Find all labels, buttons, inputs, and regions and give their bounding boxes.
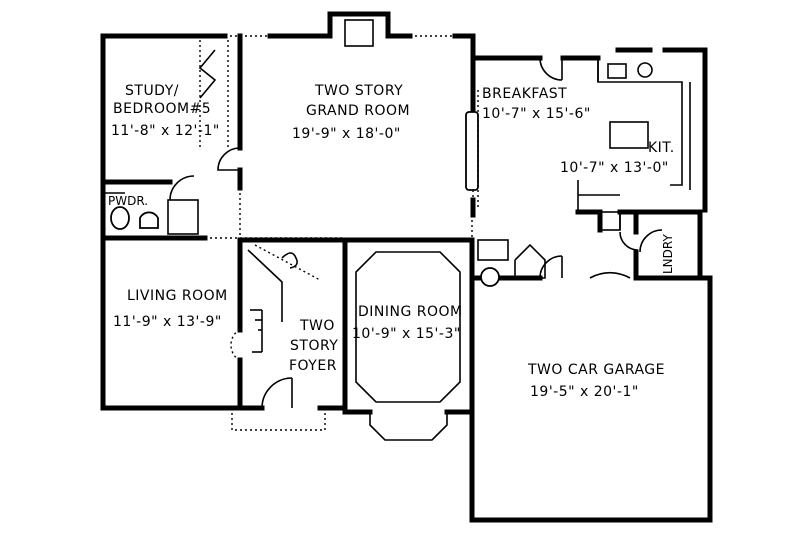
grand-size: 19'-9" x 18'-0" — [292, 126, 401, 142]
grand-name-1: TWO STORY — [314, 83, 403, 99]
foyer-name-2: STORY — [290, 338, 338, 354]
dining-size: 10'-9" x 15'-3" — [352, 326, 461, 342]
powder-name: PWDR. — [108, 194, 148, 208]
exterior-walls — [100, 11, 713, 523]
kitchen-name: KIT. — [648, 140, 675, 156]
study-name-1: STUDY/ — [125, 83, 179, 99]
living-name: LIVING ROOM — [127, 288, 228, 304]
garage-size: 19'-5" x 20'-1" — [530, 384, 639, 400]
interior-details — [103, 19, 691, 441]
living-size: 11'-9" x 13'-9" — [113, 314, 222, 330]
study-size: 11'-8" x 12'-1" — [111, 123, 220, 139]
foyer-name-3: FOYER — [289, 358, 337, 374]
garage-name: TWO CAR GARAGE — [527, 362, 665, 378]
room-labels: STUDY/ BEDROOM#5 11'-8" x 12'-1" TWO STO… — [108, 83, 675, 400]
grand-name-2: GRAND ROOM — [306, 103, 410, 119]
laundry-name: LNDRY — [661, 234, 675, 274]
breakfast-name: BREAKFAST — [482, 86, 567, 102]
kitchen-size: 10'-7" x 13'-0" — [560, 160, 669, 176]
dining-name: DINING ROOM — [358, 304, 463, 320]
breakfast-size: 10'-7" x 15'-6" — [482, 106, 591, 122]
foyer-name-1: TWO — [299, 318, 335, 334]
study-name-2: BEDROOM#5 — [113, 101, 211, 117]
